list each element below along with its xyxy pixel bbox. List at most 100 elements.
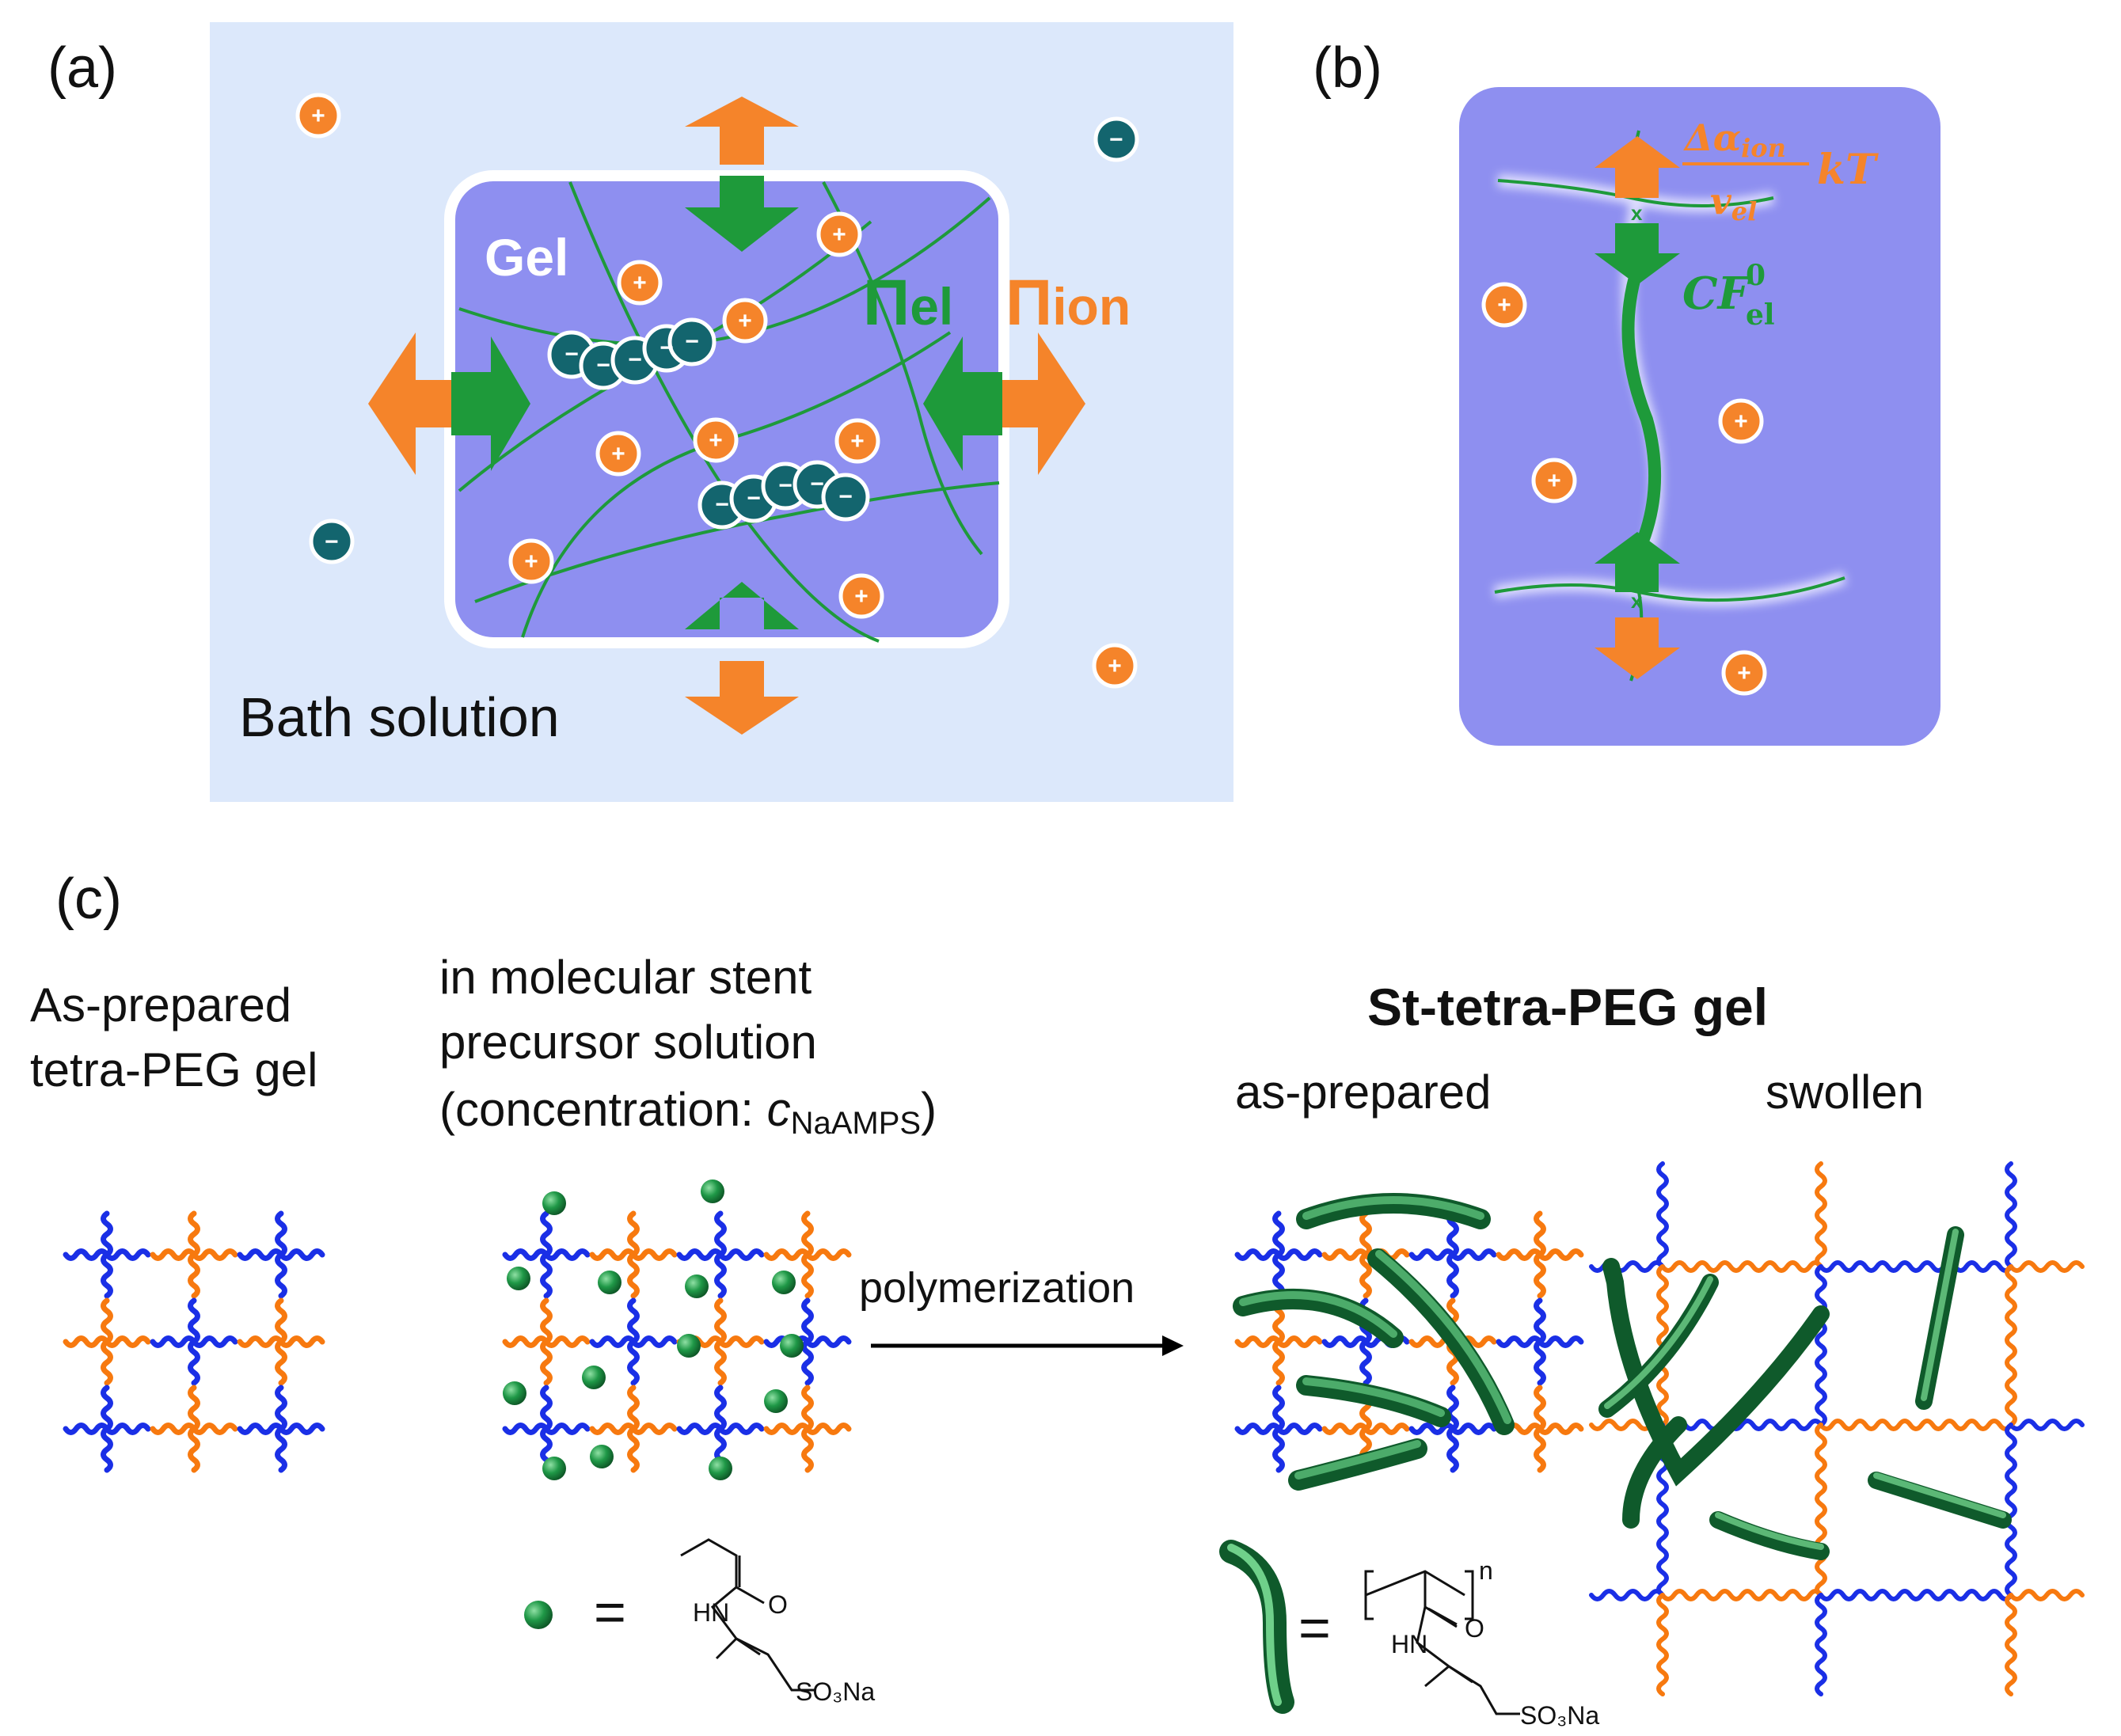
arrow-top (685, 97, 799, 252)
gel-label: Gel (485, 228, 568, 287)
anion-charge-icon: − (596, 352, 610, 378)
monomer-structure (680, 1538, 815, 1692)
anion-charge-icon: − (685, 329, 699, 355)
pi-el-symbol: Πel (863, 267, 953, 339)
panel-b: (b) x x Δαion vel kT (1313, 36, 1940, 746)
cation-icon: + (1531, 458, 1577, 503)
stent-title-2: precursor solution (439, 1016, 817, 1069)
formula-den-sub: el (1731, 196, 1758, 226)
as-prepared-subtitle: as-prepared (1235, 1066, 1492, 1119)
anion-charge-icon: − (810, 471, 824, 497)
pi-ion-main: Π (1005, 267, 1052, 339)
monomer-dot (542, 1457, 566, 1480)
panel-a: (a) Gel Πel (48, 22, 1233, 802)
crosslink-x-top: x (1631, 201, 1643, 225)
cation-icon: + (722, 298, 768, 344)
polymer-so3na: SO₃Na (1520, 1701, 1599, 1730)
panel-b-label: (b) (1313, 36, 1382, 100)
panel-c-label: (c) (55, 868, 122, 931)
svg-text:+: + (1734, 408, 1747, 435)
monomer-dot (780, 1334, 804, 1358)
monomer-dot (764, 1389, 788, 1413)
svg-text:+: + (1108, 653, 1121, 679)
svg-text:+: + (611, 441, 625, 467)
polyanion-cluster-2 (697, 460, 870, 530)
svg-text:+: + (850, 428, 864, 454)
pi-ion-symbol: Πion (1005, 267, 1131, 339)
svg-text:−: − (1109, 127, 1123, 153)
cation-icon: + (617, 260, 663, 306)
anion-charge-icon: − (659, 335, 674, 361)
stent-polymer-tubes (1233, 1193, 1515, 1491)
panel-a-label: (a) (48, 36, 117, 100)
arrow-bottom (685, 582, 799, 735)
formula-elastic: CF 0 el (1682, 259, 1775, 332)
anion-icon: − (309, 519, 355, 564)
swollen-subtitle: swollen (1766, 1066, 1924, 1119)
stent-title-1: in molecular stent (439, 951, 812, 1004)
pi-el-sub: el (910, 277, 953, 336)
stent-tubes-swollen (1598, 1226, 2012, 1560)
svg-text:+: + (524, 549, 538, 575)
monomer-dot (590, 1445, 614, 1468)
monomer-equals: = (594, 1581, 626, 1643)
ions-panel-a: ++++++++++−−−−−−−−−−−− (295, 93, 1139, 689)
cation-icon: + (693, 417, 739, 463)
svg-text:+: + (1497, 292, 1511, 318)
arrow-head (1162, 1335, 1184, 1356)
monomer-o: O (768, 1590, 788, 1619)
formula-num-main: Δα (1683, 116, 1741, 159)
formula-den-main: v (1710, 180, 1732, 222)
as-prepared-title-2: tetra-PEG gel (30, 1043, 318, 1096)
anion-charge-icon: − (747, 485, 761, 511)
arrow-left (368, 332, 530, 475)
polymerization-label: polymerization (859, 1264, 1135, 1312)
formula-num-sub: ion (1741, 133, 1786, 163)
tetra-peg-network-as-prepared (63, 1210, 325, 1473)
monomer-dot (709, 1457, 732, 1480)
ions-panel-b: ++++ (1481, 282, 1767, 696)
anion-icon: − (1093, 116, 1139, 162)
svg-text:+: + (738, 308, 751, 334)
formula-cf-sup: 0 (1746, 259, 1766, 292)
polymer-hn: HN (1391, 1630, 1427, 1658)
monomer-dots (503, 1179, 804, 1480)
cation-icon: + (1718, 398, 1764, 444)
svg-text:−: − (325, 529, 338, 555)
stent-title-3: (concentration: cNaAMPS) (439, 1083, 937, 1141)
cation-icon: + (834, 418, 880, 464)
anion-charge-icon: − (838, 484, 853, 510)
cation-icon: + (816, 211, 862, 257)
svg-text:+: + (311, 103, 325, 129)
formula-kt: kT (1817, 146, 1879, 194)
crosslink-x-bottom: x (1631, 589, 1643, 613)
arrow-right (923, 332, 1085, 475)
monomer-dot (701, 1179, 724, 1203)
polymer-n: n (1479, 1556, 1493, 1585)
svg-text:+: + (709, 427, 722, 454)
anion-charge-icon: − (564, 341, 579, 367)
polyanion-cluster-1 (547, 317, 717, 390)
anion-charge-icon: − (628, 347, 642, 373)
polymer-equals: = (1298, 1597, 1331, 1658)
polymer-legend-tube (1219, 1540, 1294, 1714)
svg-text:+: + (854, 583, 868, 610)
cation-icon: + (1481, 282, 1527, 328)
panel-c: (c) As-prepared tetra-PEG gel in molecul… (30, 868, 2085, 1730)
svg-text:+: + (633, 270, 646, 296)
polymer-structure (1364, 1570, 1520, 1715)
bath-label: Bath solution (239, 686, 560, 748)
polymer-o: O (1465, 1614, 1484, 1643)
monomer-dot (677, 1334, 701, 1358)
formula-cf-main: CF (1682, 268, 1753, 320)
monomer-dot (685, 1274, 709, 1298)
st-gel-title: St-tetra-PEG gel (1367, 978, 1768, 1036)
monomer-dot (772, 1271, 796, 1294)
monomer-so3na: SO₃Na (796, 1677, 875, 1706)
cation-icon: + (1092, 643, 1138, 689)
svg-text:Δαion: Δαion (1683, 116, 1786, 163)
as-prepared-title-1: As-prepared (30, 978, 291, 1031)
monomer-dot (542, 1191, 566, 1215)
monomer-dot (507, 1267, 530, 1290)
cation-icon: + (595, 431, 641, 477)
